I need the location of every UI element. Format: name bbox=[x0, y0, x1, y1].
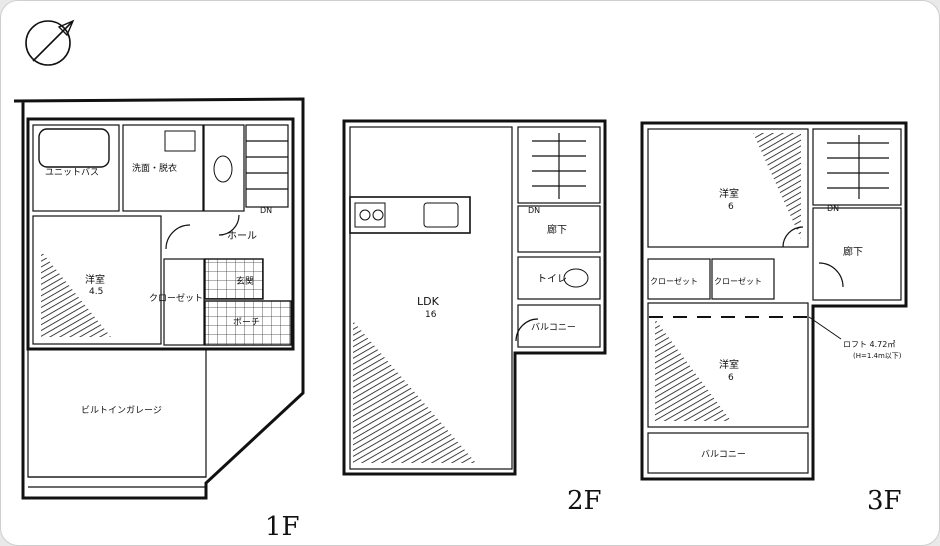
room-label-closet-3f-b: クローゼット bbox=[714, 276, 762, 286]
stair-dn-3f: DN bbox=[827, 204, 839, 213]
room-label-wash: 洗面・脱衣 bbox=[132, 162, 177, 174]
floor-1f-plan bbox=[13, 97, 305, 500]
room-label-closet-1f: クローゼット bbox=[149, 292, 203, 304]
room-label-toilet-2f: トイレ bbox=[537, 274, 567, 285]
compass-icon bbox=[25, 19, 75, 66]
floor-3f-plan bbox=[640, 121, 908, 481]
room-label-garage: ビルトインガレージ bbox=[81, 405, 162, 416]
floor-2f-plan bbox=[342, 119, 607, 476]
room-label-ldk: LDK bbox=[417, 295, 440, 308]
room-label-entrance: 玄関 bbox=[236, 275, 254, 287]
room-label-balcony-3f: バルコニー bbox=[701, 449, 746, 460]
room-size-ldk: 16 bbox=[425, 310, 437, 320]
floor-label-1f: 1F bbox=[265, 512, 300, 542]
stair-dn-2f: DN bbox=[528, 206, 540, 215]
loft-note: (H=1.4m以下) bbox=[853, 352, 902, 360]
room-size-western-3f-a: 6 bbox=[728, 202, 734, 212]
room-label-corridor-3f: 廊下 bbox=[843, 245, 863, 258]
room-label-hall: ホール bbox=[227, 230, 257, 242]
room-label-western-3f-b: 洋室 bbox=[719, 358, 739, 371]
room-label-western-3f-a: 洋室 bbox=[719, 187, 739, 200]
loft-label: ロフト 4.72㎡ bbox=[843, 340, 895, 349]
room-size-western-1f: 4.5 bbox=[89, 287, 103, 297]
room-size-western-3f-b: 6 bbox=[728, 373, 734, 383]
room-label-bath: ユニットバス bbox=[45, 167, 99, 178]
stair-dn-1f: DN bbox=[260, 206, 272, 215]
floor-label-3f: 3F bbox=[867, 486, 902, 516]
floor-label-2f: 2F bbox=[567, 486, 602, 516]
room-label-western-1f: 洋室 bbox=[85, 273, 105, 286]
room-label-closet-3f-a: クローゼット bbox=[650, 276, 698, 286]
room-label-balcony-2f: バルコニー bbox=[531, 322, 576, 333]
room-label-porch: ポーチ bbox=[233, 317, 260, 328]
room-label-corridor-2f: 廊下 bbox=[547, 223, 567, 236]
